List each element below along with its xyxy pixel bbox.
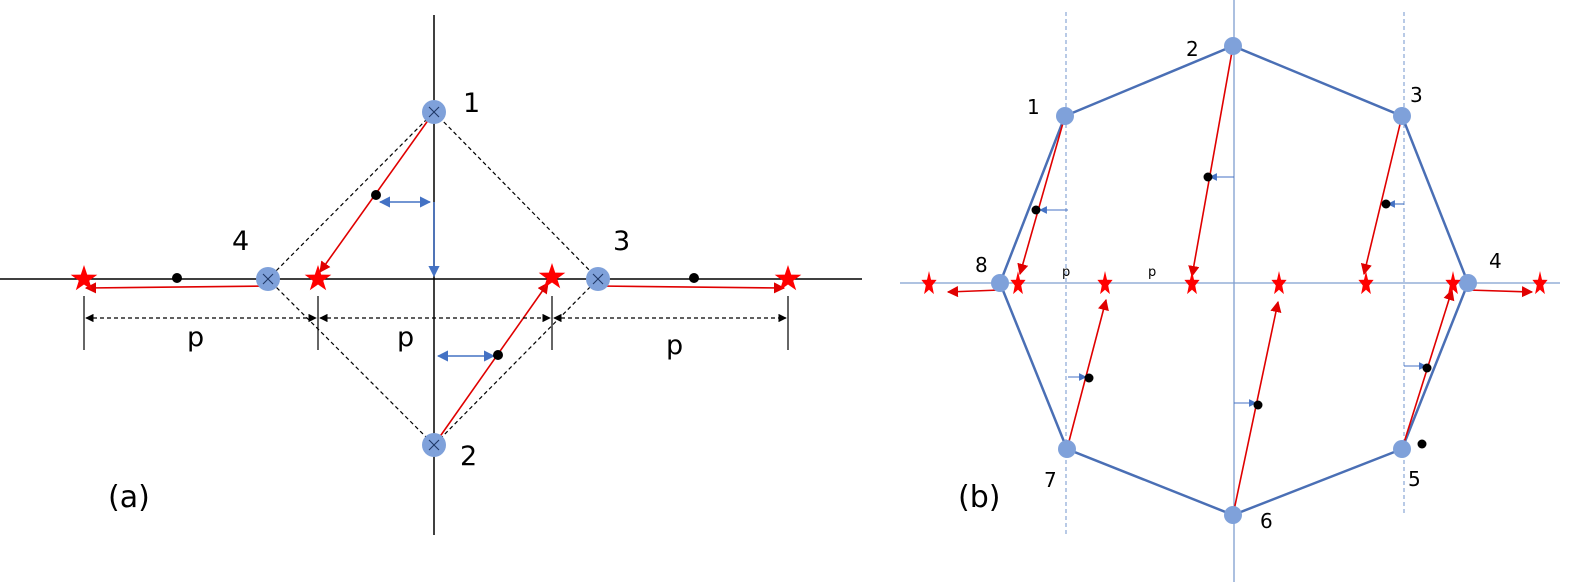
- panel-a-node-label-1: 1: [463, 88, 480, 119]
- panel-a: 1 2 3 4 p p p (a): [0, 15, 862, 535]
- panel-b-star-icon: [1445, 271, 1461, 295]
- panel-b-node-label-5: 5: [1408, 467, 1421, 491]
- panel-b-dot: [1422, 363, 1432, 373]
- panel-a-red-arrow-2: [433, 282, 549, 446]
- panel-a-caption: (a): [108, 480, 150, 515]
- panel-b-dot: [1381, 199, 1391, 209]
- panel-b-star-icon: [1184, 271, 1200, 295]
- panel-a-star-icon: [304, 265, 332, 291]
- panel-b-node-label-8: 8: [975, 253, 988, 277]
- panel-b-star-icon: [1010, 271, 1026, 295]
- panel-a-node-1: [422, 100, 446, 124]
- panel-b-node-label-7: 7: [1044, 468, 1057, 492]
- panel-b-node-5: [1393, 440, 1411, 458]
- panel-b-node-label-1: 1: [1027, 95, 1040, 119]
- panel-b-dot: [1253, 400, 1263, 410]
- panel-a-node-label-4: 4: [232, 226, 249, 257]
- panel-b-dot: [1203, 172, 1213, 182]
- panel-a-star-icon: [538, 263, 566, 289]
- panel-b-node-4: [1459, 274, 1477, 292]
- panel-b-red-arrow: [1017, 115, 1066, 276]
- panel-a-red-arrow-4: [84, 282, 269, 294]
- panel-b-red-arrow: [1188, 45, 1234, 278]
- panel-b-star-icon: [1532, 271, 1548, 295]
- panel-a-node-2: [422, 433, 446, 457]
- panel-b-dot: [1084, 373, 1094, 383]
- panel-b-star-icon: [921, 271, 937, 295]
- panel-a-dimension-label-3: p: [666, 330, 683, 361]
- panel-a-dimension-label-1: p: [187, 322, 204, 353]
- panel-b-node-label-2: 2: [1186, 37, 1199, 61]
- panel-a-dot: [371, 190, 381, 200]
- panel-b-node-label-6: 6: [1260, 509, 1273, 533]
- panel-b-node-label-3: 3: [1410, 83, 1423, 107]
- panel-b-node-6: [1224, 506, 1242, 524]
- panel-b-star-icon: [1271, 271, 1287, 295]
- panel-b-red-arrow: [1467, 286, 1534, 298]
- panel-a-node-3: [586, 267, 610, 291]
- panel-a-dot: [172, 273, 182, 283]
- panel-a-dot: [493, 350, 503, 360]
- panel-a-star-icon: [70, 265, 98, 291]
- panel-a-node-label-3: 3: [613, 226, 630, 257]
- panel-b-node-7: [1058, 440, 1076, 458]
- panel-a-node-4: [256, 267, 280, 291]
- panel-b-node-1: [1056, 107, 1074, 125]
- panel-a-star-icon: [774, 265, 802, 291]
- panel-b-axis-label-2: p: [1148, 265, 1156, 280]
- panel-b-axis-label-1: p: [1062, 265, 1070, 280]
- panel-a-red-arrow-3: [597, 282, 786, 294]
- panel-a-node-label-2: 2: [460, 441, 477, 472]
- panel-b: 1 2 3 4 5 6 7 8 p p (b): [900, 0, 1560, 582]
- panel-b-star-icon: [1358, 271, 1374, 295]
- panel-b-star-icon: [1097, 271, 1113, 295]
- panel-b-node-8: [991, 274, 1009, 292]
- panel-b-node-2: [1224, 37, 1242, 55]
- panel-b-dot: [1031, 205, 1041, 215]
- panel-b-node-label-4: 4: [1489, 249, 1502, 273]
- panel-b-caption: (b): [958, 480, 1000, 515]
- panel-b-red-arrow: [946, 286, 1001, 298]
- panel-a-dashed-diamond: [267, 111, 599, 446]
- panel-a-dot: [689, 273, 699, 283]
- panel-a-dimension-label-2: p: [397, 322, 414, 353]
- panel-b-node-3: [1393, 107, 1411, 125]
- panel-b-dot: [1417, 439, 1427, 449]
- panel-b-red-arrow: [1360, 115, 1403, 276]
